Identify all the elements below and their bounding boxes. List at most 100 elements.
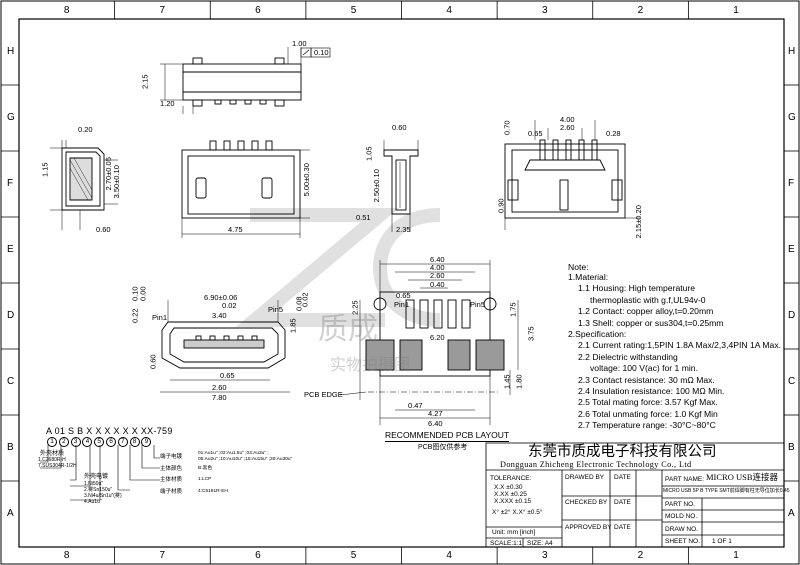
legend-right-text: 1.LCP — [198, 477, 212, 482]
row-label: C — [7, 376, 15, 387]
dim-label: 1.00 — [292, 39, 307, 48]
row-label: B — [7, 442, 14, 453]
watermark-text: 质成 — [318, 313, 378, 346]
dim-label: 2.60 — [212, 383, 227, 392]
note-line: 1.Material: — [568, 272, 609, 282]
pcb-edge-label: PCB EDGE — [304, 390, 343, 399]
column-label: 6 — [255, 550, 261, 561]
column-label: 3 — [541, 5, 548, 16]
dim-label: 3.50±0.10 — [111, 165, 121, 199]
dim-label: 2.25 — [350, 300, 360, 316]
column-label: 7 — [159, 550, 165, 561]
part-code-digit: 3 — [70, 437, 81, 447]
date-label: DATE — [614, 524, 631, 531]
part-code-digit: 8 — [129, 437, 140, 447]
part-code-digit: 5 — [94, 437, 105, 447]
row-label: B — [788, 442, 795, 453]
column-label: 5 — [350, 550, 357, 561]
legend-left-title: 外壳材质 — [40, 451, 65, 457]
dim-label: 0.70 — [502, 120, 512, 136]
dim-label: 0.65 — [528, 129, 543, 138]
note-line: 2.1 Current rating:1,5PIN 1.8A Max/2,3,4… — [578, 340, 782, 351]
part-code-digit: 1 — [47, 437, 57, 447]
row-label: D — [7, 310, 15, 321]
dim-label: 0.60 — [148, 354, 158, 370]
row-label: H — [788, 46, 796, 57]
dim-label: 0.60 — [392, 123, 407, 132]
dim-label: 1.15 — [40, 162, 50, 178]
dim-label: 1.45 — [502, 374, 512, 390]
dim-label: 6.90±0.06 — [204, 293, 238, 302]
dim-label: 1.20 — [160, 99, 175, 108]
part-code-tree — [40, 445, 160, 501]
dim-label: 0.02 — [222, 301, 237, 310]
pin-label: Pin5 — [470, 300, 486, 309]
note-line: 2.3 Contact resistance: 30 mΩ Max. — [578, 374, 715, 385]
legend-mid-line: 2.雾Sn150u" — [84, 487, 113, 493]
dim-label: 0.60 — [96, 225, 111, 234]
note-line: 2.7 Temperature range: -30°C~80°C — [578, 420, 716, 431]
note-line: 2.Specification: — [568, 329, 627, 339]
legend-right-label: 主体颜色 — [160, 466, 183, 472]
column-label: 2 — [637, 550, 644, 561]
dim-label: 4.00 — [560, 115, 575, 124]
legend-right-text: 4:C5191R-EH — [198, 489, 228, 494]
column-label: 1 — [733, 550, 739, 561]
dim-label: 2.60 — [560, 123, 575, 132]
part-code-digit: 2 — [58, 437, 69, 447]
legend-right-text: 05:Au2u" ;10:Au10u" ;15:Au15u" ;30:Au30u… — [198, 457, 293, 462]
part-name-value: MICRO USB连接器 — [706, 472, 779, 482]
tolerance-line: X.XX ±0.25 — [494, 491, 527, 498]
column-label: 4 — [446, 5, 452, 16]
legend-right-label: 端子材质 — [160, 489, 183, 495]
row-label: G — [788, 112, 796, 123]
note-line: 1.1 Housing: High temperature — [578, 283, 696, 294]
dim-label: 3.75 — [526, 326, 536, 342]
approved-by-label: APPROVED BY — [565, 524, 612, 531]
dim-label: 5.00±0.30 — [301, 163, 311, 197]
dim-label: 4.00 — [430, 263, 445, 272]
row-label: C — [788, 376, 796, 387]
dim-label: 2.50±0.10 — [371, 169, 381, 203]
note-line: voltage: 100 V(ac) for 1 min. — [590, 363, 698, 374]
unit-label: Unit: mm [inch] — [492, 529, 536, 536]
part-description: MICRO USB 5P B TYPE SMT前焊脚有柱无导位加长0.45 — [663, 488, 790, 494]
dim-label: 0.90 — [496, 198, 506, 214]
row-label: F — [788, 178, 795, 189]
layout-title: RECOMMENDED PCB LAYOUT — [385, 430, 510, 442]
row-label: D — [788, 310, 796, 321]
column-label: 6 — [255, 5, 261, 16]
legend-mid-line: 4.Au1u" — [84, 499, 102, 505]
note-line: 2.6 Total unmating force: 1.0 Kgf Min — [578, 408, 718, 419]
pcb-layout-drawing — [339, 260, 519, 425]
legend-right-label: 主体材质 — [160, 477, 183, 483]
dim-label: 0.47 — [408, 401, 423, 410]
dim-label: 2.15±0.20 — [633, 205, 643, 239]
part-code-header: A 01 S B X X X X X X XX-759 — [46, 426, 173, 436]
dim-label: 0.28 — [606, 129, 621, 138]
column-label: 1 — [733, 5, 739, 16]
column-label: 4 — [446, 550, 452, 561]
column-label: 8 — [63, 5, 70, 16]
side-section-view — [50, 140, 118, 230]
front-view — [181, 140, 310, 238]
dim-label: 4.27 — [428, 409, 443, 418]
part-name-label: PART NAME: — [665, 476, 705, 483]
dim-label: 1.80 — [514, 374, 524, 390]
part-code-digit: 4 — [82, 437, 93, 447]
row-label: E — [788, 244, 795, 255]
pcb-front-view — [504, 120, 640, 230]
title-block-grid — [485, 442, 785, 548]
dim-label: 1.05 — [364, 146, 374, 162]
pin-label: Pin1 — [152, 313, 168, 322]
angle-tolerance: X° ±2° X.X° ±0.5° — [492, 509, 543, 516]
note-line: thermoplastic with g.f,UL94v-0 — [590, 294, 706, 305]
dim-label: 2.15 — [140, 74, 150, 90]
column-label: 3 — [541, 550, 548, 561]
part-no-label: PART NO. — [665, 501, 695, 508]
company-name-cn: 东莞市质成电子科技有限公司 — [528, 444, 717, 460]
dim-label: 1.85 — [288, 318, 298, 334]
column-label: 2 — [637, 5, 644, 16]
dim-label: 0.20 — [78, 125, 93, 134]
